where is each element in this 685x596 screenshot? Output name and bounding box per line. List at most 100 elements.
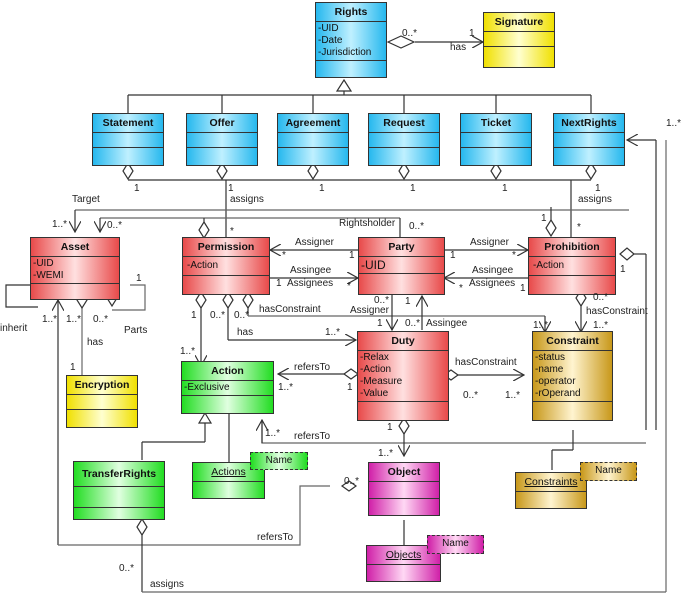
mult: 1 [541, 213, 547, 224]
mult: 0..* [409, 221, 425, 232]
attr: -status [535, 352, 566, 363]
role: hasConstraint [455, 357, 517, 368]
mult: 1..* [66, 314, 82, 325]
attr: -Value [360, 388, 389, 399]
role: assigns [150, 579, 184, 590]
class-rights[interactable]: Rights -UID -Date -Jurisdiction [315, 2, 387, 78]
class-name: Agreement [278, 114, 348, 133]
role: hasConstraint [586, 306, 648, 317]
role: assigns [578, 194, 612, 205]
attr: -Relax [360, 352, 389, 363]
class-duty[interactable]: Duty -Relax -Action -Measure -Value [357, 331, 449, 421]
mult: 1 [520, 283, 526, 294]
class-attrs [484, 32, 554, 47]
attr: -Action [360, 364, 392, 375]
class-nextrights[interactable]: NextRights [553, 113, 625, 166]
class-ticket[interactable]: Ticket [460, 113, 532, 166]
mult: 1 [349, 250, 355, 261]
class-action[interactable]: Action -Exclusive [181, 361, 274, 414]
class-name: Permission [183, 238, 269, 257]
mult: 1..* [180, 346, 196, 357]
class-attrs [67, 395, 137, 410]
class-name: Request [369, 114, 439, 133]
role: Assignees [469, 278, 516, 289]
mult: 1..* [325, 327, 341, 338]
class-permission[interactable]: Permission -Action [182, 237, 270, 295]
class-constraint[interactable]: Constraint -status -name -operator -rOpe… [532, 331, 613, 421]
attr: -UID [361, 258, 386, 272]
mult: 1 [620, 264, 626, 275]
attr: -WEMI [33, 270, 64, 281]
mult: 1..* [278, 382, 294, 393]
mult: 1 [134, 183, 140, 194]
attr: -rOperand [535, 388, 581, 399]
role: hasConstraint [259, 304, 321, 315]
class-attrs [93, 133, 163, 148]
attr: -Exclusive [184, 382, 230, 393]
class-offer[interactable]: Offer [186, 113, 258, 166]
class-attrs: -Action [183, 257, 269, 276]
class-name: Asset [31, 238, 119, 257]
class-name: Duty [358, 332, 448, 351]
class-attrs: -status -name -operator -rOperand [533, 351, 612, 402]
class-agreement[interactable]: Agreement [277, 113, 349, 166]
class-name: Offer [187, 114, 257, 133]
class-encryption[interactable]: Encryption [66, 375, 138, 428]
class-attrs: -UID [359, 257, 444, 274]
class-name: Rights [316, 3, 386, 22]
attr: -Action [187, 260, 219, 271]
mult: 1 [450, 250, 456, 261]
class-party[interactable]: Party -UID [358, 237, 445, 295]
mult: 1..* [533, 320, 549, 331]
class-request[interactable]: Request [368, 113, 440, 166]
class-transferrights[interactable]: TransferRights [73, 461, 165, 520]
role: Assigner [470, 237, 509, 248]
class-attrs: -UID -Date -Jurisdiction [316, 22, 386, 61]
role: Assingee [426, 318, 468, 329]
class-asset[interactable]: Asset -UID -WEMI [30, 237, 120, 300]
mult: 1..* [42, 314, 58, 325]
class-name: Objects [367, 546, 440, 565]
class-name: Object [369, 463, 439, 482]
mult: 1..* [593, 320, 609, 331]
mult: * [282, 250, 286, 261]
role: Assignees [287, 278, 334, 289]
mult: 1..* [505, 390, 521, 401]
mult: 1 [228, 183, 234, 194]
mult: 0..* [119, 563, 135, 574]
mult: 1 [387, 422, 393, 433]
class-signature[interactable]: Signature [483, 12, 555, 68]
attr: -UID [33, 258, 54, 269]
mult: 0..* [93, 314, 109, 325]
template-param-name: Name [427, 535, 484, 554]
mult: 1 [502, 183, 508, 194]
mult: 1 [191, 310, 197, 321]
mult: * [347, 281, 351, 292]
class-object[interactable]: Object [368, 462, 440, 516]
mult: 1 [319, 183, 325, 194]
mult: 1 [377, 318, 383, 329]
class-attrs [461, 133, 531, 148]
mult: 1 [347, 382, 353, 393]
mult: 1 [410, 183, 416, 194]
role: Assingee [472, 265, 514, 276]
class-constraints-instance[interactable]: Constraints [515, 472, 587, 509]
class-prohibition[interactable]: Prohibition -Action [528, 237, 616, 295]
mult: 1 [405, 296, 411, 307]
class-attrs: -Action [529, 257, 615, 276]
template-param-name: Name [580, 462, 637, 481]
role: has [237, 327, 254, 338]
mult: 0..* [344, 476, 360, 487]
attr: -Date [318, 35, 343, 46]
role: has [87, 337, 104, 348]
role: Parts [124, 325, 148, 336]
mult: 0..* [210, 310, 226, 321]
class-attrs [187, 133, 257, 148]
class-statement[interactable]: Statement [92, 113, 164, 166]
class-attrs [278, 133, 348, 148]
class-name: TransferRights [74, 462, 164, 487]
mult: 1..* [378, 448, 394, 459]
mult: 1 [595, 183, 601, 194]
mult: * [577, 222, 581, 233]
